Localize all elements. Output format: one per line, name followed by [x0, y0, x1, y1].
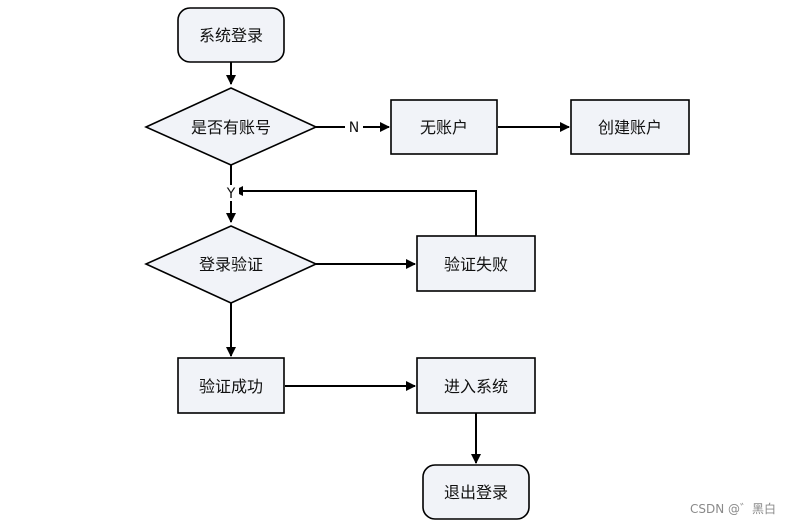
node-login-verify-decision: 登录验证: [144, 225, 318, 304]
svg-text:创建账户: 创建账户: [598, 118, 662, 137]
node-verify-fail: 验证失败: [416, 235, 536, 292]
node-create-account: 创建账户: [570, 99, 690, 155]
node-system-login: 系统登录: [177, 7, 285, 63]
edge-label-yes: Y: [226, 186, 236, 202]
node-has-account-decision: 是否有账号: [144, 87, 318, 166]
svg-text:登录验证: 登录验证: [199, 255, 263, 274]
edge-fail-loop-back: [233, 186, 477, 236]
csdn-watermark: CSDN @゛黑白: [689, 502, 776, 516]
edge-label-no: N: [349, 120, 359, 136]
svg-text:系统登录: 系统登录: [199, 26, 263, 45]
node-verify-success: 验证成功: [177, 357, 285, 414]
node-logout: 退出登录: [422, 464, 530, 520]
node-no-account: 无账户: [390, 99, 498, 155]
svg-text:验证成功: 验证成功: [199, 377, 263, 396]
svg-text:退出登录: 退出登录: [444, 483, 508, 502]
svg-text:是否有账号: 是否有账号: [191, 118, 271, 137]
node-enter-system: 进入系统: [416, 357, 536, 414]
svg-text:无账户: 无账户: [420, 118, 468, 137]
svg-text:进入系统: 进入系统: [444, 377, 508, 396]
svg-text:验证失败: 验证失败: [444, 255, 508, 274]
